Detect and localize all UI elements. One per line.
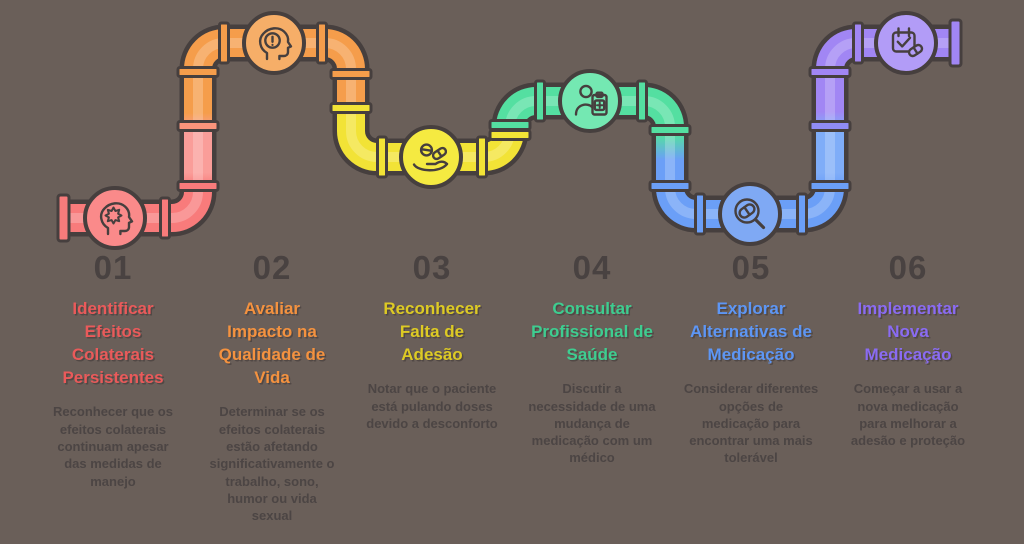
pipe-joint (694, 192, 706, 236)
step-description: Notar que o paciente está pulando doses … (366, 381, 498, 431)
pipe-joint (316, 21, 328, 65)
node-circle (399, 125, 463, 189)
pipe-joint (852, 21, 864, 65)
pipe-joint (476, 135, 488, 179)
step-column-3: 03 Reconhecer Falta de Adesão Notar que … (353, 251, 511, 432)
step-column-1: 01 Identificar Efeitos Colaterais Persis… (34, 251, 192, 490)
node-step-1 (83, 186, 147, 250)
pipeline-graphic (56, 11, 963, 250)
step-title: Identificar Efeitos Colaterais Persisten… (62, 299, 164, 388)
pipe-joint (488, 119, 532, 131)
node-step-6 (874, 11, 938, 75)
pipe-joint (329, 68, 373, 80)
pipe-joint (808, 180, 852, 192)
step-description: Considerar diferentes opções de medicaçã… (683, 381, 819, 466)
pipe-joint (176, 120, 220, 132)
pipe-joint (636, 79, 648, 123)
node-circle (242, 11, 306, 75)
pipe-endcap (948, 18, 963, 68)
step-title: Avaliar Impacto na Qualidade de Vida (218, 299, 326, 388)
pipe-joint (808, 120, 852, 132)
head-brain-icon (99, 202, 134, 236)
step-title: Reconhecer Falta de Adesão (383, 299, 481, 365)
pipe-joint (796, 192, 808, 236)
pipe-joint (648, 180, 692, 192)
professional-clipboard-icon (574, 84, 608, 116)
pipe-joint (176, 180, 220, 192)
step-title: Implementar Nova Medicação (857, 299, 959, 365)
step-number: 06 (888, 249, 928, 286)
pipe-joint (488, 129, 532, 141)
step-number: 02 (252, 249, 292, 286)
step-description: Reconhecer que os efeitos colaterais con… (53, 404, 173, 489)
node-step-5 (718, 182, 782, 246)
step-description: Determinar se os efeitos colaterais estã… (209, 404, 335, 524)
step-title: Consultar Profissional de Saúde (531, 299, 653, 365)
pipeline-nodes (83, 11, 938, 250)
step-number: 01 (93, 249, 133, 286)
pipe-joint (534, 79, 546, 123)
pipe-segment-4-5 (642, 87, 698, 228)
pipe-segment-1 (64, 190, 212, 232)
node-step-3 (399, 125, 463, 189)
step-title: Explorar Alternativas de Medicação (690, 299, 812, 365)
step-description: Discutir a necessidade de uma mudança de… (528, 381, 656, 466)
magnifier-pill-icon (734, 198, 766, 230)
pipe-joint (808, 66, 852, 78)
pipe-joint (648, 124, 692, 136)
pipe-endcap (56, 193, 71, 243)
pipe-joint (218, 21, 230, 65)
step-column-4: 04 Consultar Profissional de Saúde Discu… (513, 251, 671, 467)
head-alert-icon (258, 27, 293, 61)
step-description: Começar a usar a nova medicação para mel… (850, 381, 966, 449)
node-circle (83, 186, 147, 250)
pipe-joint (176, 66, 220, 78)
step-number: 05 (731, 249, 771, 286)
step-number: 04 (572, 249, 612, 286)
pipe-joint (376, 135, 388, 179)
pipe-segment-2-3 (323, 29, 379, 171)
step-column-6: 06 Implementar Nova Medicação Começar a … (829, 251, 987, 449)
step-column-2: 02 Avaliar Impacto na Qualidade de Vida … (193, 251, 351, 524)
node-step-2 (242, 11, 306, 75)
pipe-joint (329, 102, 373, 114)
pipe-joint (159, 196, 171, 240)
calendar-pill-icon (891, 27, 924, 58)
pipe-joints (56, 18, 963, 243)
step-number: 03 (412, 249, 452, 286)
node-circle (558, 69, 622, 133)
step-column-5: 05 Explorar Alternativas de Medicação Co… (672, 251, 830, 467)
hand-pills-icon (412, 143, 449, 172)
node-step-4 (558, 69, 622, 133)
